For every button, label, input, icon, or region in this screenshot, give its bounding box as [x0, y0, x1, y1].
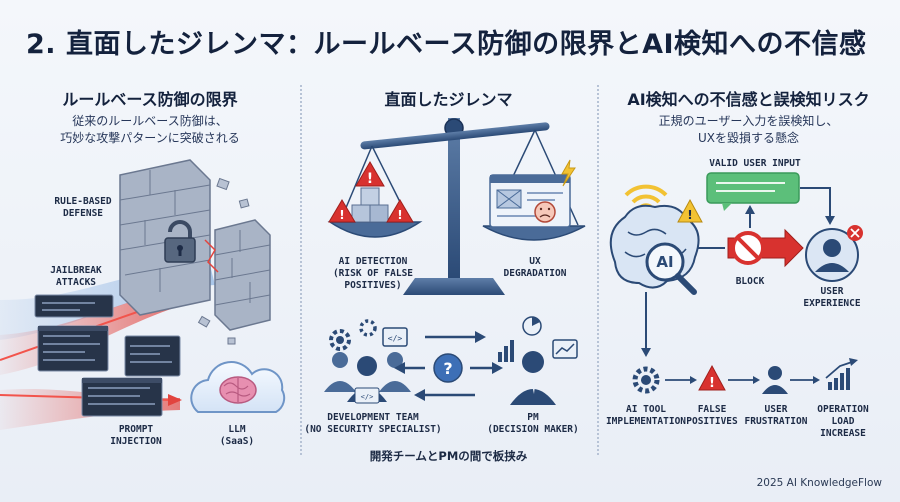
label-rule-based-1: RULE-BASED — [54, 196, 112, 207]
col3-subtitle-2: UXを毀損する懸念 — [697, 131, 799, 145]
label-ai-detection-3: POSITIVES) — [344, 280, 402, 291]
label-block: BLOCK — [735, 276, 765, 287]
ai-text: AI — [656, 253, 674, 271]
user-experience-icon — [805, 225, 863, 282]
label-operation-2: LOAD — [831, 416, 855, 427]
svg-text:</>: </> — [361, 393, 374, 401]
brain-icon — [219, 376, 257, 404]
svg-text:!: ! — [687, 208, 692, 222]
label-ai-detection-2: (RISK OF FALSE — [332, 268, 414, 279]
label-frustration-2: FRUSTRATION — [744, 416, 808, 427]
gear-icon-tool — [632, 366, 660, 394]
pm-charts-icons — [498, 316, 578, 362]
footer-credit: 2025 AI KnowledgeFlow — [756, 477, 882, 489]
warning-icon-left: ! — [328, 199, 356, 223]
col2-heading: 直面したジレンマ — [384, 90, 513, 109]
label-user-2: EXPERIENCE — [803, 298, 861, 309]
label-ai-detection-1: AI DETECTION — [338, 256, 408, 267]
warning-icon-top: ! — [355, 161, 385, 187]
svg-text:</>: </> — [388, 334, 403, 343]
pm-person-icon — [510, 351, 556, 405]
label-prompt-1: PROMPT — [118, 424, 154, 435]
label-ux-2: DEGRADATION — [503, 268, 567, 279]
lightning-icon — [561, 159, 576, 187]
code-windows — [34, 294, 181, 417]
col1-subtitle-2: 巧妙な攻撃パターンに突破される — [60, 131, 240, 145]
label-rule-based-2: DEFENSE — [62, 208, 104, 219]
exchange-arrows — [394, 331, 503, 401]
gear-icons-dev — [329, 319, 377, 351]
magnifier-icon — [645, 242, 697, 295]
risk-cubes — [351, 187, 389, 223]
code-monitor-icon: </> — [382, 327, 408, 347]
balance-scale — [327, 118, 586, 295]
label-operation-1: OPERATION — [817, 404, 869, 415]
svg-text:!: ! — [339, 208, 344, 222]
label-false-pos-1: FALSE — [697, 404, 727, 415]
label-jailbreak-2: ATTACKS — [55, 277, 97, 288]
brick-wall — [119, 159, 271, 345]
label-jailbreak-1: JAILBREAK — [50, 265, 102, 276]
col3-subtitle-1: 正規のユーザー入力を誤検知し、 — [658, 114, 839, 128]
label-llm-2: (SaaS) — [219, 436, 255, 447]
label-valid-input: VALID USER INPUT — [709, 158, 801, 169]
label-ai-tool-1: AI TOOL — [625, 404, 667, 415]
label-ai-tool-2: IMPLEMENTATION — [605, 416, 687, 427]
label-llm-1: LLM — [228, 424, 246, 435]
padlock-icon — [164, 220, 196, 263]
sad-face-icon — [534, 201, 556, 223]
warning-icon-fp: ! — [698, 364, 726, 391]
svg-text:!: ! — [709, 376, 715, 391]
label-user-1: USER — [820, 286, 844, 297]
flow-arrows-col3 — [641, 187, 835, 357]
col1-heading: ルールベース防御の限界 — [62, 90, 238, 109]
col3-heading: AI検知への不信感と誤検知リスク — [627, 90, 870, 109]
warning-icon-right: ! — [386, 199, 414, 223]
col1-subtitle-1: 従来のルールベース防御は、 — [72, 114, 228, 128]
label-frustration-1: USER — [764, 404, 788, 415]
page-title: 2. 直面したジレンマ：ルールベース防御の限界とAI検知への不信感 — [26, 29, 867, 60]
question-mark-text: ? — [443, 359, 453, 378]
label-pm-1: PM — [527, 412, 539, 423]
question-icon — [433, 353, 463, 383]
svg-text:!: ! — [367, 171, 373, 187]
bottom-flow-arrows — [665, 376, 820, 384]
divider-right — [597, 85, 599, 455]
label-prompt-2: INJECTION — [110, 436, 162, 447]
development-team-icon: </> — [324, 352, 411, 404]
valid-input-bubble — [706, 172, 800, 211]
col2-caption: 開発チームとPMの間で板挟み — [369, 449, 528, 463]
frustrated-user-icon — [762, 366, 788, 394]
label-ux-1: UX — [529, 256, 541, 267]
label-pm-2: (DECISION MAKER) — [487, 424, 579, 435]
label-dev-team-1: DEVELOPMENT TEAM — [327, 412, 419, 423]
growth-chart-icon — [825, 358, 858, 390]
divider-left — [300, 85, 302, 455]
label-false-pos-2: POSITIVES — [686, 416, 738, 427]
label-dev-team-2: (NO SECURITY SPECIALIST) — [304, 424, 442, 435]
ux-browser-window — [489, 174, 571, 228]
block-icon — [731, 231, 765, 265]
svg-text:!: ! — [397, 208, 402, 222]
label-operation-3: INCREASE — [820, 428, 866, 439]
warning-icon-ai: ! — [677, 198, 703, 223]
